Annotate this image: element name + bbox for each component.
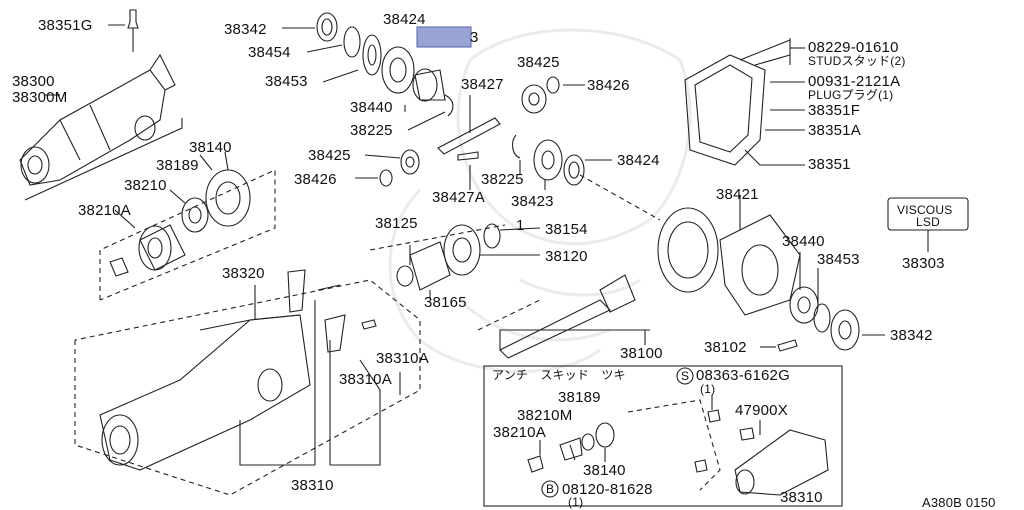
label-38440-right: 38440	[782, 233, 825, 250]
side-bearing-stack-illustration	[282, 12, 454, 131]
inset-b-mark: B	[546, 482, 555, 496]
pinion-shaft-shape	[437, 117, 501, 155]
label-38300m: 38300M	[12, 89, 68, 106]
label-38342-top: 38342	[224, 21, 267, 38]
label-38453-top: 38453	[265, 73, 308, 90]
rear-cover-shape	[684, 54, 766, 166]
label-38140-top: 38140	[189, 139, 232, 156]
inset-housing-shape	[734, 429, 829, 496]
watermark-emblem-icon	[388, 28, 692, 373]
label-38351a: 38351A	[808, 122, 861, 139]
label-38210a-inset: 38210A	[493, 424, 546, 441]
label-38120: 38120	[545, 248, 588, 265]
label-38351: 38351	[808, 156, 851, 173]
label-38454: 38454	[248, 44, 291, 61]
label-08363: 08363-6162G	[696, 367, 790, 384]
label-38165: 38165	[424, 294, 467, 311]
label-38225-mid: 38225	[481, 171, 524, 188]
label-38303: 38303	[902, 255, 945, 272]
differential-assembly-illustration	[19, 53, 183, 201]
label-38225-top: 38225	[350, 122, 393, 139]
label-38425-mid: 38425	[308, 147, 351, 164]
label-stud: STUDスタッド(2)	[808, 54, 906, 68]
label-38102: 38102	[704, 339, 747, 356]
label-38310a-1: 38310A	[376, 350, 429, 367]
label-38424-top: 38424	[383, 11, 426, 28]
label-08120: 08120-81628	[562, 481, 653, 498]
label-38320: 38320	[222, 265, 265, 282]
label-38140-inset: 38140	[583, 462, 626, 479]
label-38351f: 38351F	[808, 102, 861, 119]
label-47900x: 47900X	[735, 402, 788, 419]
label-38423: 38423	[511, 193, 554, 210]
highlight-marker	[416, 26, 472, 48]
label-38427: 38427	[461, 76, 504, 93]
label-38427a: 38427A	[432, 189, 485, 206]
label-38342-right: 38342	[890, 327, 933, 344]
anti-skid-inset-frame	[483, 365, 843, 507]
label-b-qty: (1)	[568, 495, 584, 509]
label-38421: 38421	[716, 186, 759, 203]
drive-pinion-shape	[499, 299, 611, 359]
label-38210a-top: 38210A	[78, 202, 131, 219]
label-38426-top: 38426	[587, 77, 630, 94]
label-38300: 38300	[12, 73, 55, 90]
label-38424-mid: 38424	[617, 152, 660, 169]
label-viscous: VISCOUS	[897, 203, 953, 217]
inset-s-mark: S	[681, 369, 690, 383]
label-38125: 38125	[375, 215, 418, 232]
label-num-1: 1	[516, 217, 525, 234]
label-38424-suffix: 3	[470, 29, 479, 46]
label-00931: 00931-2121A	[808, 73, 901, 90]
diff-case-shape	[719, 214, 801, 316]
label-38154: 38154	[545, 221, 588, 238]
label-38189-top: 38189	[156, 157, 199, 174]
s-circle-icon	[676, 367, 694, 385]
label-38426-mid: 38426	[294, 171, 337, 188]
label-s-qty: (1)	[700, 382, 716, 396]
label-38210m: 38210M	[517, 407, 573, 424]
label-38100: 38100	[620, 345, 663, 362]
label-38310a-2: 38310A	[339, 371, 392, 388]
b-circle-icon	[541, 480, 559, 498]
carrier-housing-shape	[99, 314, 311, 471]
label-38189-inset: 38189	[558, 389, 601, 406]
figure-code: A380B 0150	[922, 495, 996, 510]
ring-gear-shape	[657, 207, 719, 293]
label-38425-top: 38425	[517, 54, 560, 71]
label-38453-right: 38453	[817, 251, 860, 268]
label-38310-inset: 38310	[780, 489, 823, 506]
label-38310-main: 38310	[291, 477, 334, 494]
label-38210: 38210	[124, 177, 167, 194]
label-38440-top: 38440	[350, 99, 393, 116]
label-lsd: LSD	[916, 215, 940, 229]
label-38351g: 38351G	[38, 17, 93, 34]
label-plug: PLUGプラグ(1)	[808, 88, 894, 102]
label-08229: 08229-01610	[808, 39, 899, 56]
inset-title: アンチ スキッド ツキ	[492, 368, 626, 382]
